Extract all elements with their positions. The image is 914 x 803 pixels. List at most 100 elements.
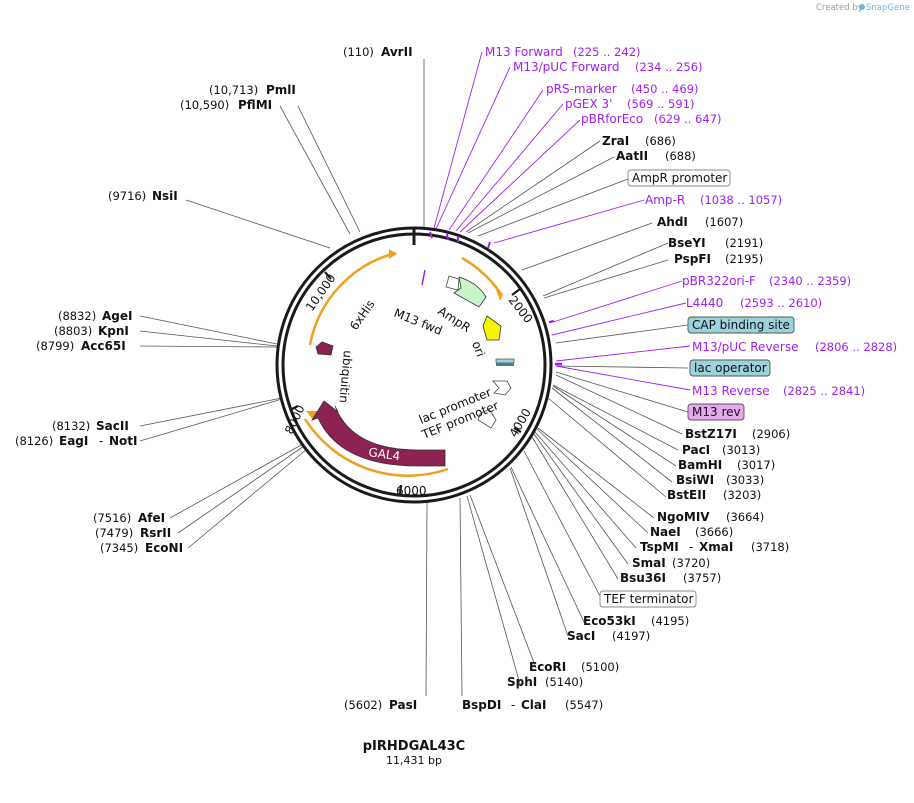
feature-box-ampr-promoter[interactable] xyxy=(627,169,731,187)
primer-m13-forward[interactable]: M13 Forward xyxy=(485,45,563,59)
feature-tef-promoter[interactable] xyxy=(477,408,497,429)
site-bspdi[interactable]: BspDI xyxy=(462,698,501,712)
feature-lac-operator-label: lac operator xyxy=(694,361,767,375)
site-bsiwi-pos: (3033) xyxy=(726,473,764,487)
site-saci[interactable]: SacI xyxy=(567,629,595,643)
primer-pgex3[interactable]: pGEX 3' xyxy=(565,97,612,111)
site-sphi[interactable]: SphI xyxy=(507,675,537,689)
site-zrai[interactable]: ZraI xyxy=(602,134,629,148)
site-aatii[interactable]: AatII xyxy=(616,149,648,163)
feature-box-tef-terminator[interactable] xyxy=(599,590,697,608)
primer-m13-puc-reverse-range: (2806 .. 2828) xyxy=(815,340,897,354)
primer-mark-2 xyxy=(446,233,449,241)
primer-pbr322ori-f[interactable]: pBR322ori-F xyxy=(682,274,756,288)
site-bseyi[interactable]: BseYI xyxy=(668,236,706,250)
primer-pbrforeco[interactable]: pBRforEco xyxy=(581,112,643,126)
site-pmli[interactable]: PmlI xyxy=(266,83,296,97)
site-ngomiv-pos: (3664) xyxy=(726,510,764,524)
credit-text: Created by xyxy=(816,3,863,13)
site-zrai-pos: (686) xyxy=(645,134,676,148)
feature-box-cap-binding-site[interactable] xyxy=(687,316,795,334)
site-econi[interactable]: EcoNI xyxy=(145,541,183,555)
feature-ampr-promoter[interactable] xyxy=(445,275,460,291)
site-eagi[interactable]: EagI xyxy=(59,434,88,448)
primer-m13-puc-reverse[interactable]: M13/pUC Reverse xyxy=(692,340,799,354)
site-rsrii[interactable]: RsrII xyxy=(140,526,171,540)
site-pasi-pos: (5602) xyxy=(344,698,382,712)
site-smai[interactable]: SmaI xyxy=(632,556,666,570)
site-bamhi[interactable]: BamHI xyxy=(678,458,722,472)
site-bsteii[interactable]: BstEII xyxy=(667,488,706,502)
feature-cap-binding-site[interactable] xyxy=(495,358,515,364)
site-pflmi[interactable]: PflMI xyxy=(238,98,272,112)
site-xmai[interactable]: XmaI xyxy=(699,540,733,554)
site-eco53ki[interactable]: Eco53kI xyxy=(583,614,636,628)
separator-dash: - xyxy=(511,698,515,712)
primer-prs-marker[interactable]: pRS-marker xyxy=(546,82,617,96)
site-econi-pos: (7345) xyxy=(100,541,138,555)
feature-ampr[interactable] xyxy=(453,276,487,308)
site-bsu36i[interactable]: Bsu36I xyxy=(620,571,666,585)
site-sacii[interactable]: SacII xyxy=(96,419,129,433)
site-naei[interactable]: NaeI xyxy=(650,525,681,539)
feature-ori[interactable] xyxy=(482,315,502,341)
primer-l4440[interactable]: L4440 xyxy=(686,296,723,310)
site-bseyi-pos: (2191) xyxy=(725,236,763,250)
site-ahdi[interactable]: AhdI xyxy=(657,215,688,229)
site-pspfi[interactable]: PspFI xyxy=(674,252,711,266)
site-paci-pos: (3013) xyxy=(722,443,760,457)
site-kpni[interactable]: KpnI xyxy=(98,324,129,338)
plasmid-name: pIRHDGAL43C xyxy=(363,739,465,754)
site-pasi[interactable]: PasI xyxy=(389,698,417,712)
site-saci-pos: (4197) xyxy=(612,629,650,643)
credit-brand: SnapGene xyxy=(866,3,910,13)
site-noti[interactable]: NotI xyxy=(109,434,138,448)
feature-box-lac-operator[interactable] xyxy=(689,359,771,377)
orf-arc-ampr xyxy=(461,256,503,295)
feature-ubiquitin[interactable] xyxy=(315,341,334,356)
backbone xyxy=(275,226,553,504)
snapgene-credit: Created by SnapGene xyxy=(816,3,910,13)
site-bstz17i[interactable]: BstZ17I xyxy=(685,427,737,441)
feature-box-m13-rev[interactable] xyxy=(687,403,745,421)
site-ngomiv[interactable]: NgoMIV xyxy=(657,510,710,524)
site-sacii-pos: (8132) xyxy=(52,419,90,433)
primer-l4440-range: (2593 .. 2610) xyxy=(740,296,822,310)
feature-ampr-promoter-label: AmpR promoter xyxy=(632,171,727,185)
feature-label-ori: ori xyxy=(469,339,487,358)
primer-pbrforeco-range: (629 .. 647) xyxy=(654,112,722,126)
feature-lac-promoter[interactable] xyxy=(492,380,512,396)
site-agei[interactable]: AgeI xyxy=(102,309,132,323)
orf-arc-gal4 xyxy=(303,418,449,477)
site-rsrii-pos: (7479) xyxy=(95,526,133,540)
feature-label-ubiquitin: ubiquitin xyxy=(336,350,355,404)
site-nsii[interactable]: NsiI xyxy=(152,189,178,203)
site-ecori-pos: (5100) xyxy=(581,660,619,674)
feature-lac-operator[interactable] xyxy=(496,363,514,366)
primer-amp-r[interactable]: Amp-R xyxy=(645,193,685,207)
snapgene-logo-icon xyxy=(859,4,865,10)
site-acc65i-pos: (8799) xyxy=(36,339,74,353)
site-avrii[interactable]: AvrII xyxy=(381,45,413,59)
site-tspmi[interactable]: TspMI xyxy=(640,540,679,554)
primer-mark-1 xyxy=(429,231,433,239)
plasmid-length: 11,431 bp xyxy=(386,754,442,767)
feature-gal4[interactable] xyxy=(311,400,446,467)
site-ecori[interactable]: EcoRI xyxy=(529,660,566,674)
site-bsiwi[interactable]: BsiWI xyxy=(676,473,714,487)
primer-prs-marker-range: (450 .. 469) xyxy=(631,82,699,96)
primer-m13-puc-forward[interactable]: M13/pUC Forward xyxy=(513,60,620,74)
site-aatii-pos: (688) xyxy=(665,149,696,163)
primer-m13-reverse[interactable]: M13 Reverse xyxy=(692,384,770,398)
tick-label-8000: 8000 xyxy=(282,403,308,437)
site-pflmi-pos: (10,590) xyxy=(180,98,229,112)
site-paci[interactable]: PacI xyxy=(682,443,710,457)
orf-arrow-ampr xyxy=(496,290,503,301)
site-bamhi-pos: (3017) xyxy=(737,458,775,472)
feature-label-m13fwd: M13 fwd xyxy=(392,306,444,338)
site-acc65i[interactable]: Acc65I xyxy=(81,339,126,353)
site-clai[interactable]: ClaI xyxy=(521,698,546,712)
site-afei[interactable]: AfeI xyxy=(138,511,165,525)
site-pmli-pos: (10,713) xyxy=(209,83,258,97)
separator-dash: - xyxy=(689,540,693,554)
